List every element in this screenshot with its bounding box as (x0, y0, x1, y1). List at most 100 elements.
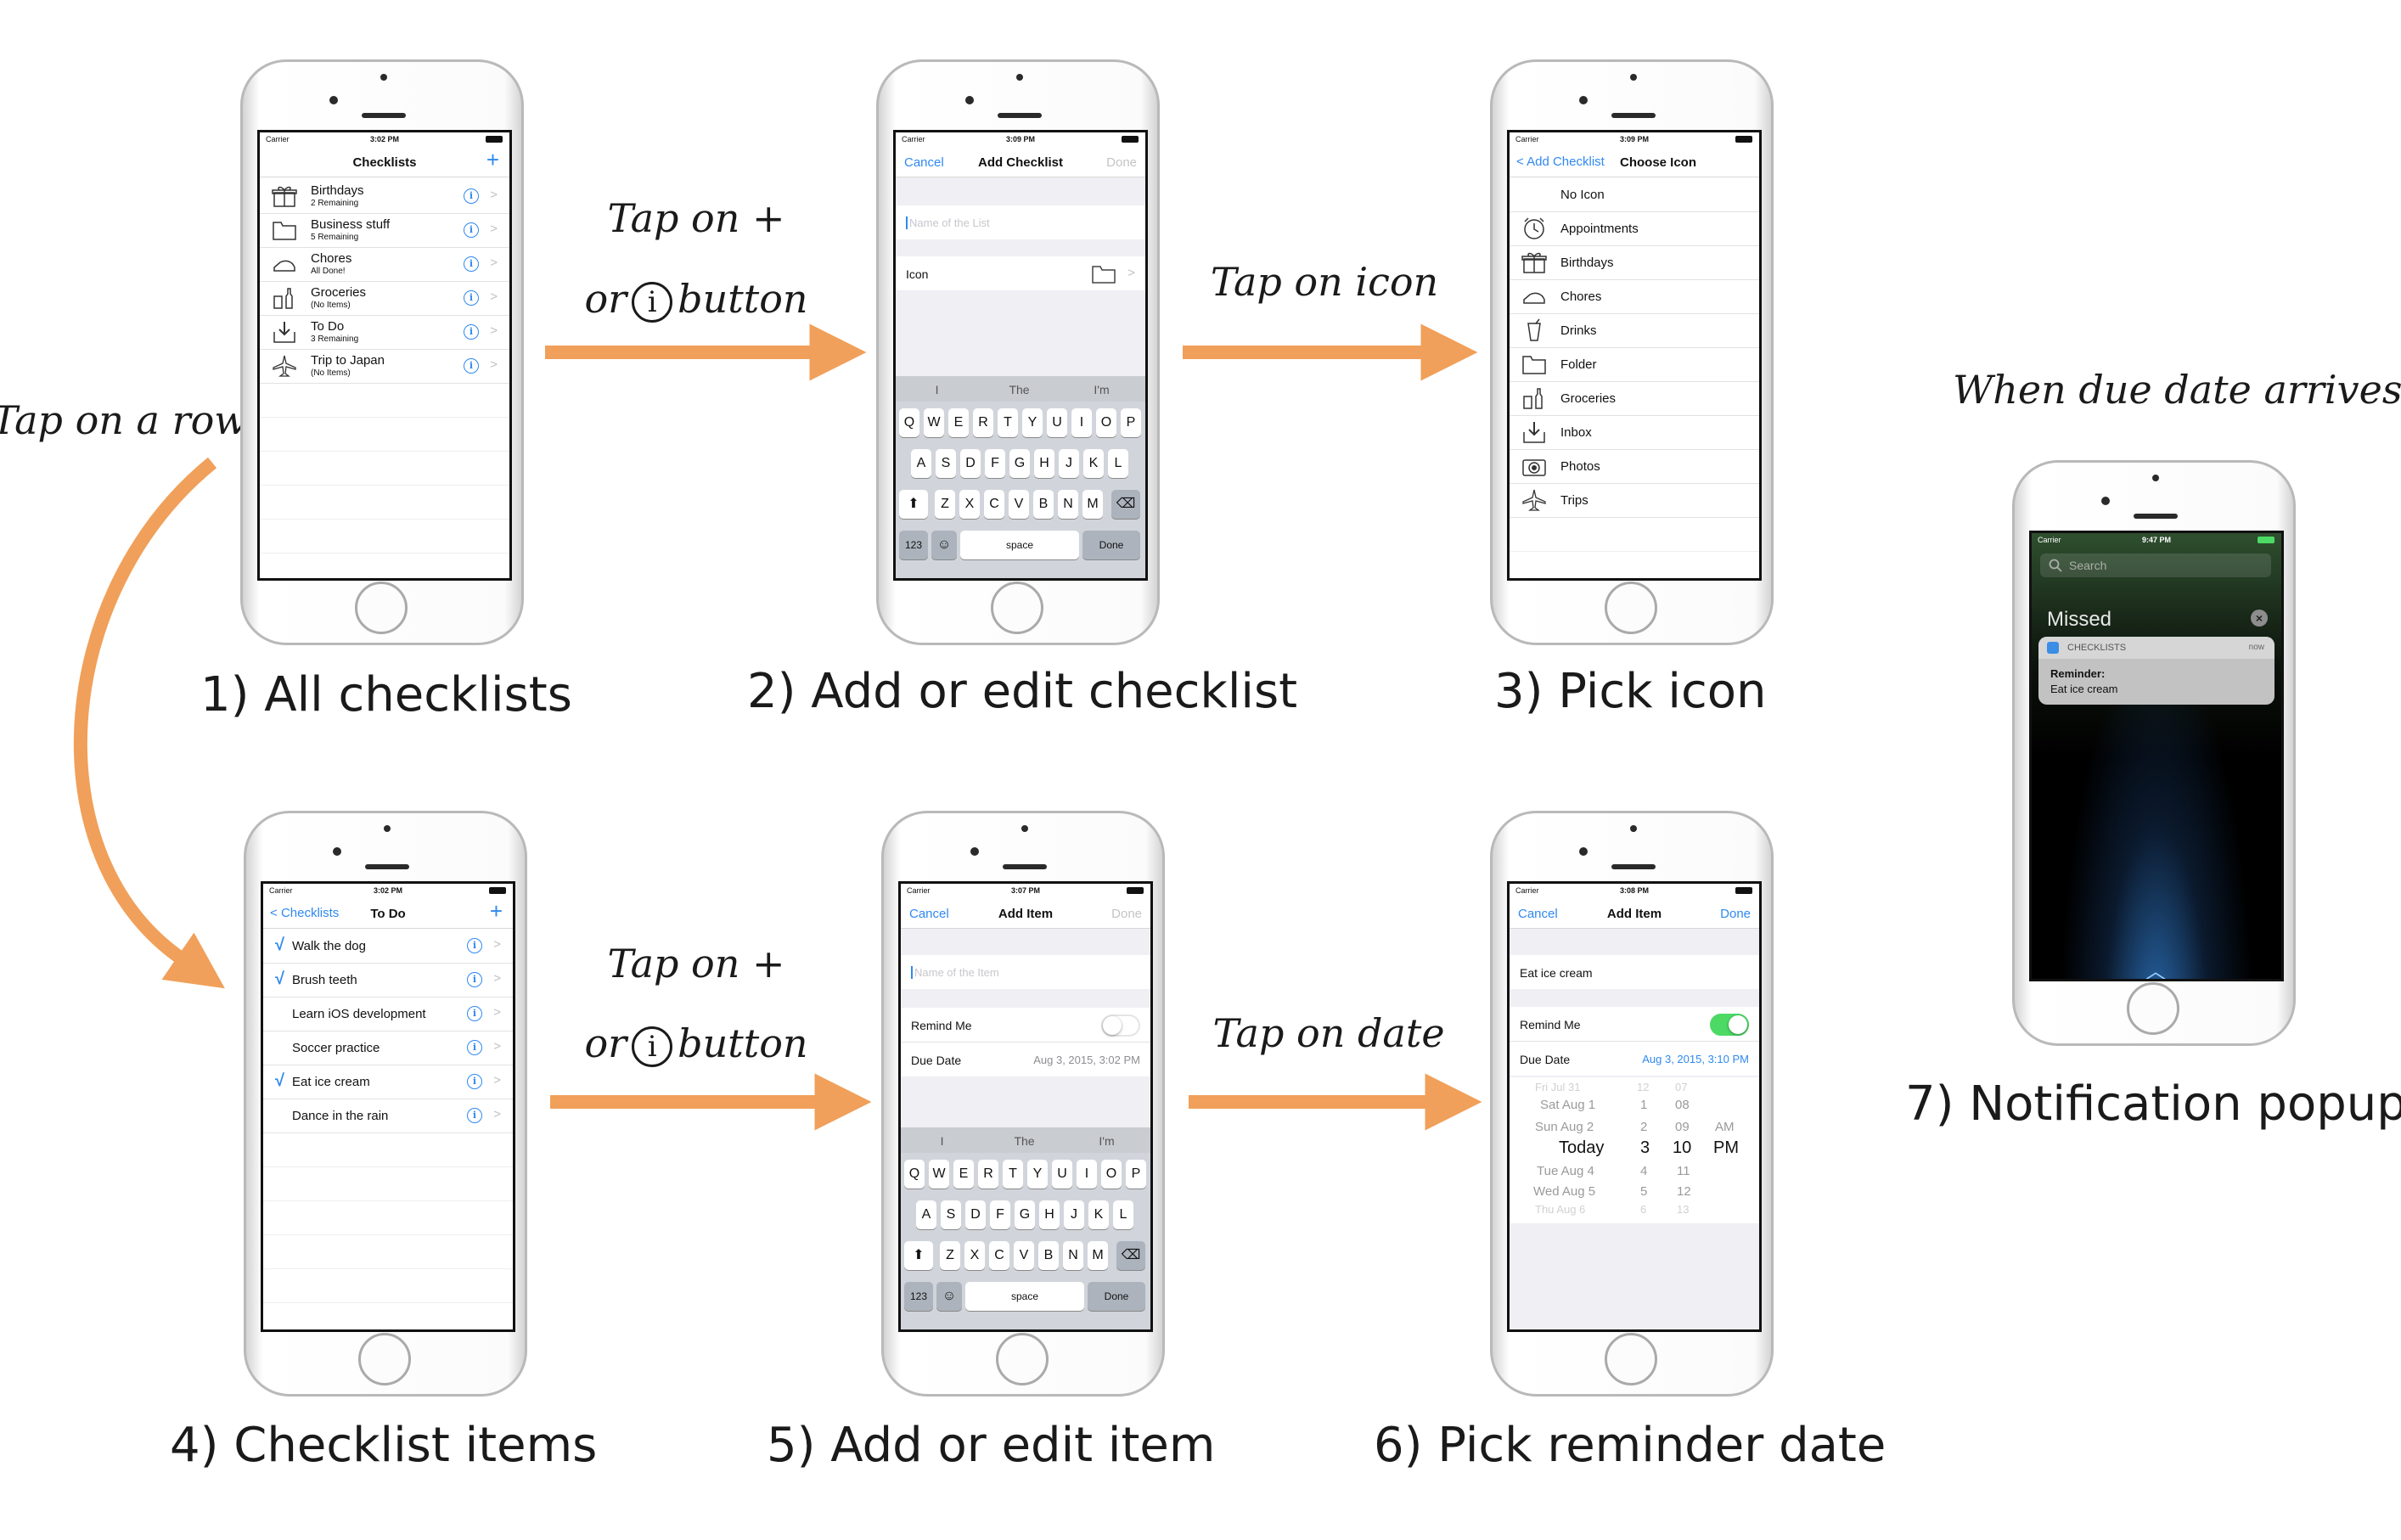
info-icon[interactable]: i (464, 256, 479, 272)
done-button[interactable]: Done (1111, 907, 1142, 921)
info-icon[interactable]: i (464, 358, 479, 374)
info-icon[interactable]: i (467, 1006, 482, 1021)
icon-option[interactable]: Inbox (1510, 415, 1759, 450)
key-n[interactable]: N (1063, 1241, 1083, 1270)
picker-minute[interactable]: 07 (1675, 1081, 1688, 1093)
key-d[interactable]: D (965, 1200, 986, 1229)
numbers-key[interactable]: 123 (899, 531, 928, 559)
key-w[interactable]: W (924, 408, 944, 437)
info-icon[interactable]: i (464, 290, 479, 306)
key-u[interactable]: U (1047, 408, 1067, 437)
key-v[interactable]: V (1009, 490, 1029, 519)
picker-hour[interactable]: 2 (1640, 1120, 1648, 1134)
key-i[interactable]: I (1077, 1160, 1097, 1189)
key-p[interactable]: P (1121, 408, 1141, 437)
key-v[interactable]: V (1014, 1241, 1034, 1270)
picker-hour[interactable]: 4 (1640, 1164, 1648, 1178)
list-item[interactable]: Trip to Japan(No Items) i> (260, 349, 509, 384)
icon-option[interactable]: Groceries (1510, 381, 1759, 416)
key-u[interactable]: U (1052, 1160, 1072, 1189)
info-icon[interactable]: i (467, 1108, 482, 1123)
key-j[interactable]: J (1059, 449, 1079, 478)
remind-me-toggle[interactable] (1101, 1014, 1140, 1037)
done-button[interactable]: Done (1720, 907, 1751, 921)
info-icon[interactable]: i (467, 1074, 482, 1089)
suggestion-item[interactable]: I'm (1094, 383, 1110, 396)
key-c[interactable]: C (989, 1241, 1009, 1270)
key-y[interactable]: Y (1027, 1160, 1048, 1189)
due-date-row[interactable]: Due Date Aug 3, 2015, 3:10 PM (1510, 1042, 1759, 1076)
info-icon[interactable]: i (467, 938, 482, 953)
key-r[interactable]: R (973, 408, 993, 437)
home-button[interactable] (996, 1333, 1049, 1385)
key-g[interactable]: G (1009, 449, 1030, 478)
cancel-button[interactable]: Cancel (909, 907, 949, 921)
picker-am[interactable]: AM (1715, 1120, 1735, 1134)
picker-hour[interactable]: 5 (1640, 1184, 1648, 1199)
key-f[interactable]: F (985, 449, 1005, 478)
home-button[interactable] (1605, 1333, 1657, 1385)
info-icon[interactable]: i (464, 324, 479, 340)
picker-hour[interactable]: 12 (1637, 1081, 1650, 1093)
key-i[interactable]: I (1071, 408, 1092, 437)
cancel-button[interactable]: Cancel (1518, 907, 1558, 921)
space-key[interactable]: space (960, 531, 1079, 559)
key-c[interactable]: C (984, 490, 1004, 519)
notification-card[interactable]: CHECKLISTS now Reminder: Eat ice cream (2038, 637, 2274, 705)
picker-minute-selected[interactable]: 10 (1673, 1138, 1692, 1157)
keyboard-done-key[interactable]: Done (1082, 531, 1140, 559)
icon-option[interactable]: Drinks (1510, 313, 1759, 348)
emoji-key[interactable]: ☺ (931, 531, 957, 559)
key-q[interactable]: Q (904, 1160, 925, 1189)
key-e[interactable]: E (953, 1160, 974, 1189)
suggestion-item[interactable]: The (1014, 1134, 1035, 1148)
shift-key[interactable]: ⬆ (899, 490, 928, 519)
picker-day[interactable]: Fri Jul 31 (1535, 1081, 1581, 1093)
cancel-button[interactable]: Cancel (904, 155, 944, 170)
back-button[interactable]: < Checklists (270, 906, 339, 920)
key-x[interactable]: X (959, 490, 980, 519)
icon-option[interactable]: Chores (1510, 279, 1759, 314)
picker-hour-selected[interactable]: 3 (1640, 1138, 1650, 1157)
key-t[interactable]: T (1003, 1160, 1023, 1189)
list-item[interactable]: Groceries(No Items) i> (260, 281, 509, 316)
keyboard-done-key[interactable]: Done (1088, 1282, 1145, 1311)
due-date-row[interactable]: Due Date Aug 3, 2015, 3:02 PM (901, 1043, 1150, 1076)
item-name-field[interactable]: Eat ice cream (1510, 955, 1759, 989)
picker-hour[interactable]: 6 (1640, 1203, 1647, 1216)
key-z[interactable]: Z (935, 490, 955, 519)
key-t[interactable]: T (998, 408, 1018, 437)
key-o[interactable]: O (1101, 1160, 1122, 1189)
key-m[interactable]: M (1082, 490, 1103, 519)
home-button[interactable] (355, 582, 408, 634)
picker-minute[interactable]: 13 (1677, 1203, 1690, 1216)
icon-option[interactable]: Folder (1510, 347, 1759, 382)
suggestion-item[interactable]: The (1009, 383, 1030, 396)
picker-day-selected[interactable]: Today (1559, 1138, 1605, 1157)
date-picker[interactable]: Fri Jul 31 Sat Aug 1 Sun Aug 2 Today Tue… (1510, 1077, 1759, 1223)
chevron-up-icon[interactable]: ︿ (2145, 960, 2166, 981)
key-b[interactable]: B (1038, 1241, 1059, 1270)
picker-pm-selected[interactable]: PM (1713, 1138, 1739, 1157)
backspace-key[interactable]: ⌫ (1116, 1241, 1145, 1270)
key-s[interactable]: S (936, 449, 956, 478)
key-w[interactable]: W (929, 1160, 949, 1189)
home-button[interactable] (1605, 582, 1657, 634)
home-button[interactable] (358, 1333, 411, 1385)
icon-option[interactable]: No Icon (1510, 177, 1759, 212)
key-h[interactable]: H (1039, 1200, 1060, 1229)
picker-day[interactable]: Wed Aug 5 (1533, 1184, 1596, 1199)
key-k[interactable]: K (1088, 1200, 1109, 1229)
picker-minute[interactable]: 09 (1675, 1120, 1690, 1134)
icon-option[interactable]: Appointments (1510, 211, 1759, 246)
key-m[interactable]: M (1088, 1241, 1108, 1270)
done-button[interactable]: Done (1106, 155, 1137, 170)
